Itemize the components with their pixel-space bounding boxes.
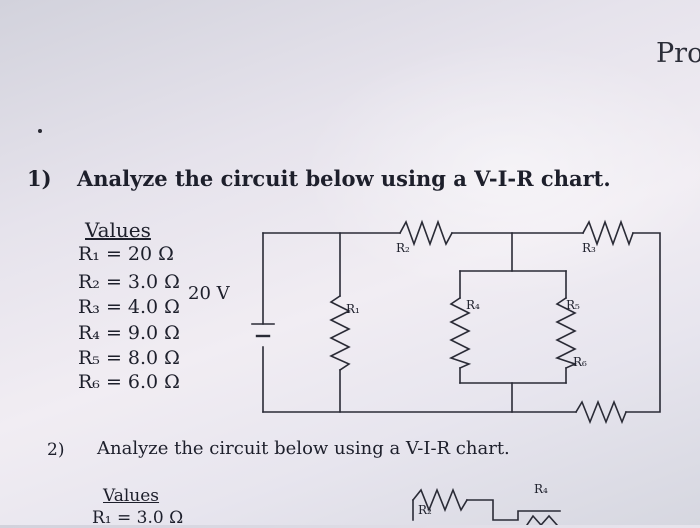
question-1-number: 1) xyxy=(27,166,52,191)
resistor-r1 xyxy=(329,294,351,372)
value-r2: R₂ = 3.0 Ω xyxy=(78,271,180,293)
wire-top-right xyxy=(625,232,661,413)
label-r6: R₆ xyxy=(573,355,587,369)
value-r5: R₅ = 8.0 Ω xyxy=(78,347,180,369)
q2-resistor-r4 xyxy=(526,514,559,525)
question-1-prompt: Analyze the circuit below using a V-I-R … xyxy=(77,166,611,191)
label-r3: R₃ xyxy=(582,241,596,255)
label-r2: R₂ xyxy=(396,241,410,255)
label-r5: R₅ xyxy=(566,298,580,312)
resistor-r5 xyxy=(554,296,578,370)
value-r1: R₁ = 20 Ω xyxy=(78,243,174,265)
resistor-r3 xyxy=(581,219,635,247)
value-r6: R₆ = 6.0 Ω xyxy=(78,371,180,393)
battery-voltage-label: 20 V xyxy=(188,283,230,304)
bullet-dot xyxy=(38,129,42,133)
values-heading-2: Values xyxy=(103,486,160,506)
truncated-heading: Pro xyxy=(656,38,700,69)
question-2-prompt: Analyze the circuit below using a V-I-R … xyxy=(97,438,510,459)
values-heading: Values xyxy=(85,218,151,242)
resistor-r6 xyxy=(574,399,628,425)
q2-wire xyxy=(412,499,561,521)
q2-resistor-r2 xyxy=(411,487,469,513)
q2-label-r2: R₂ xyxy=(418,503,432,517)
label-r4: R₄ xyxy=(466,298,480,312)
resistor-r2 xyxy=(398,219,454,247)
value-r4: R₄ = 9.0 Ω xyxy=(78,322,180,344)
resistor-r4 xyxy=(448,296,472,370)
q2-value-r1: R₁ = 3.0 Ω xyxy=(92,508,184,528)
value-r3: R₃ = 4.0 Ω xyxy=(78,296,180,318)
q2-label-r4: R₄ xyxy=(534,482,548,496)
label-r1: R₁ xyxy=(346,302,360,316)
question-2-number: 2) xyxy=(47,440,65,460)
